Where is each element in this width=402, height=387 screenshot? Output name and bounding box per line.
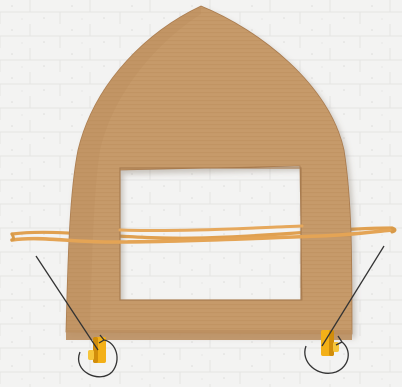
string-loop-front-2 <box>12 234 14 240</box>
cardboard-base <box>66 330 352 340</box>
